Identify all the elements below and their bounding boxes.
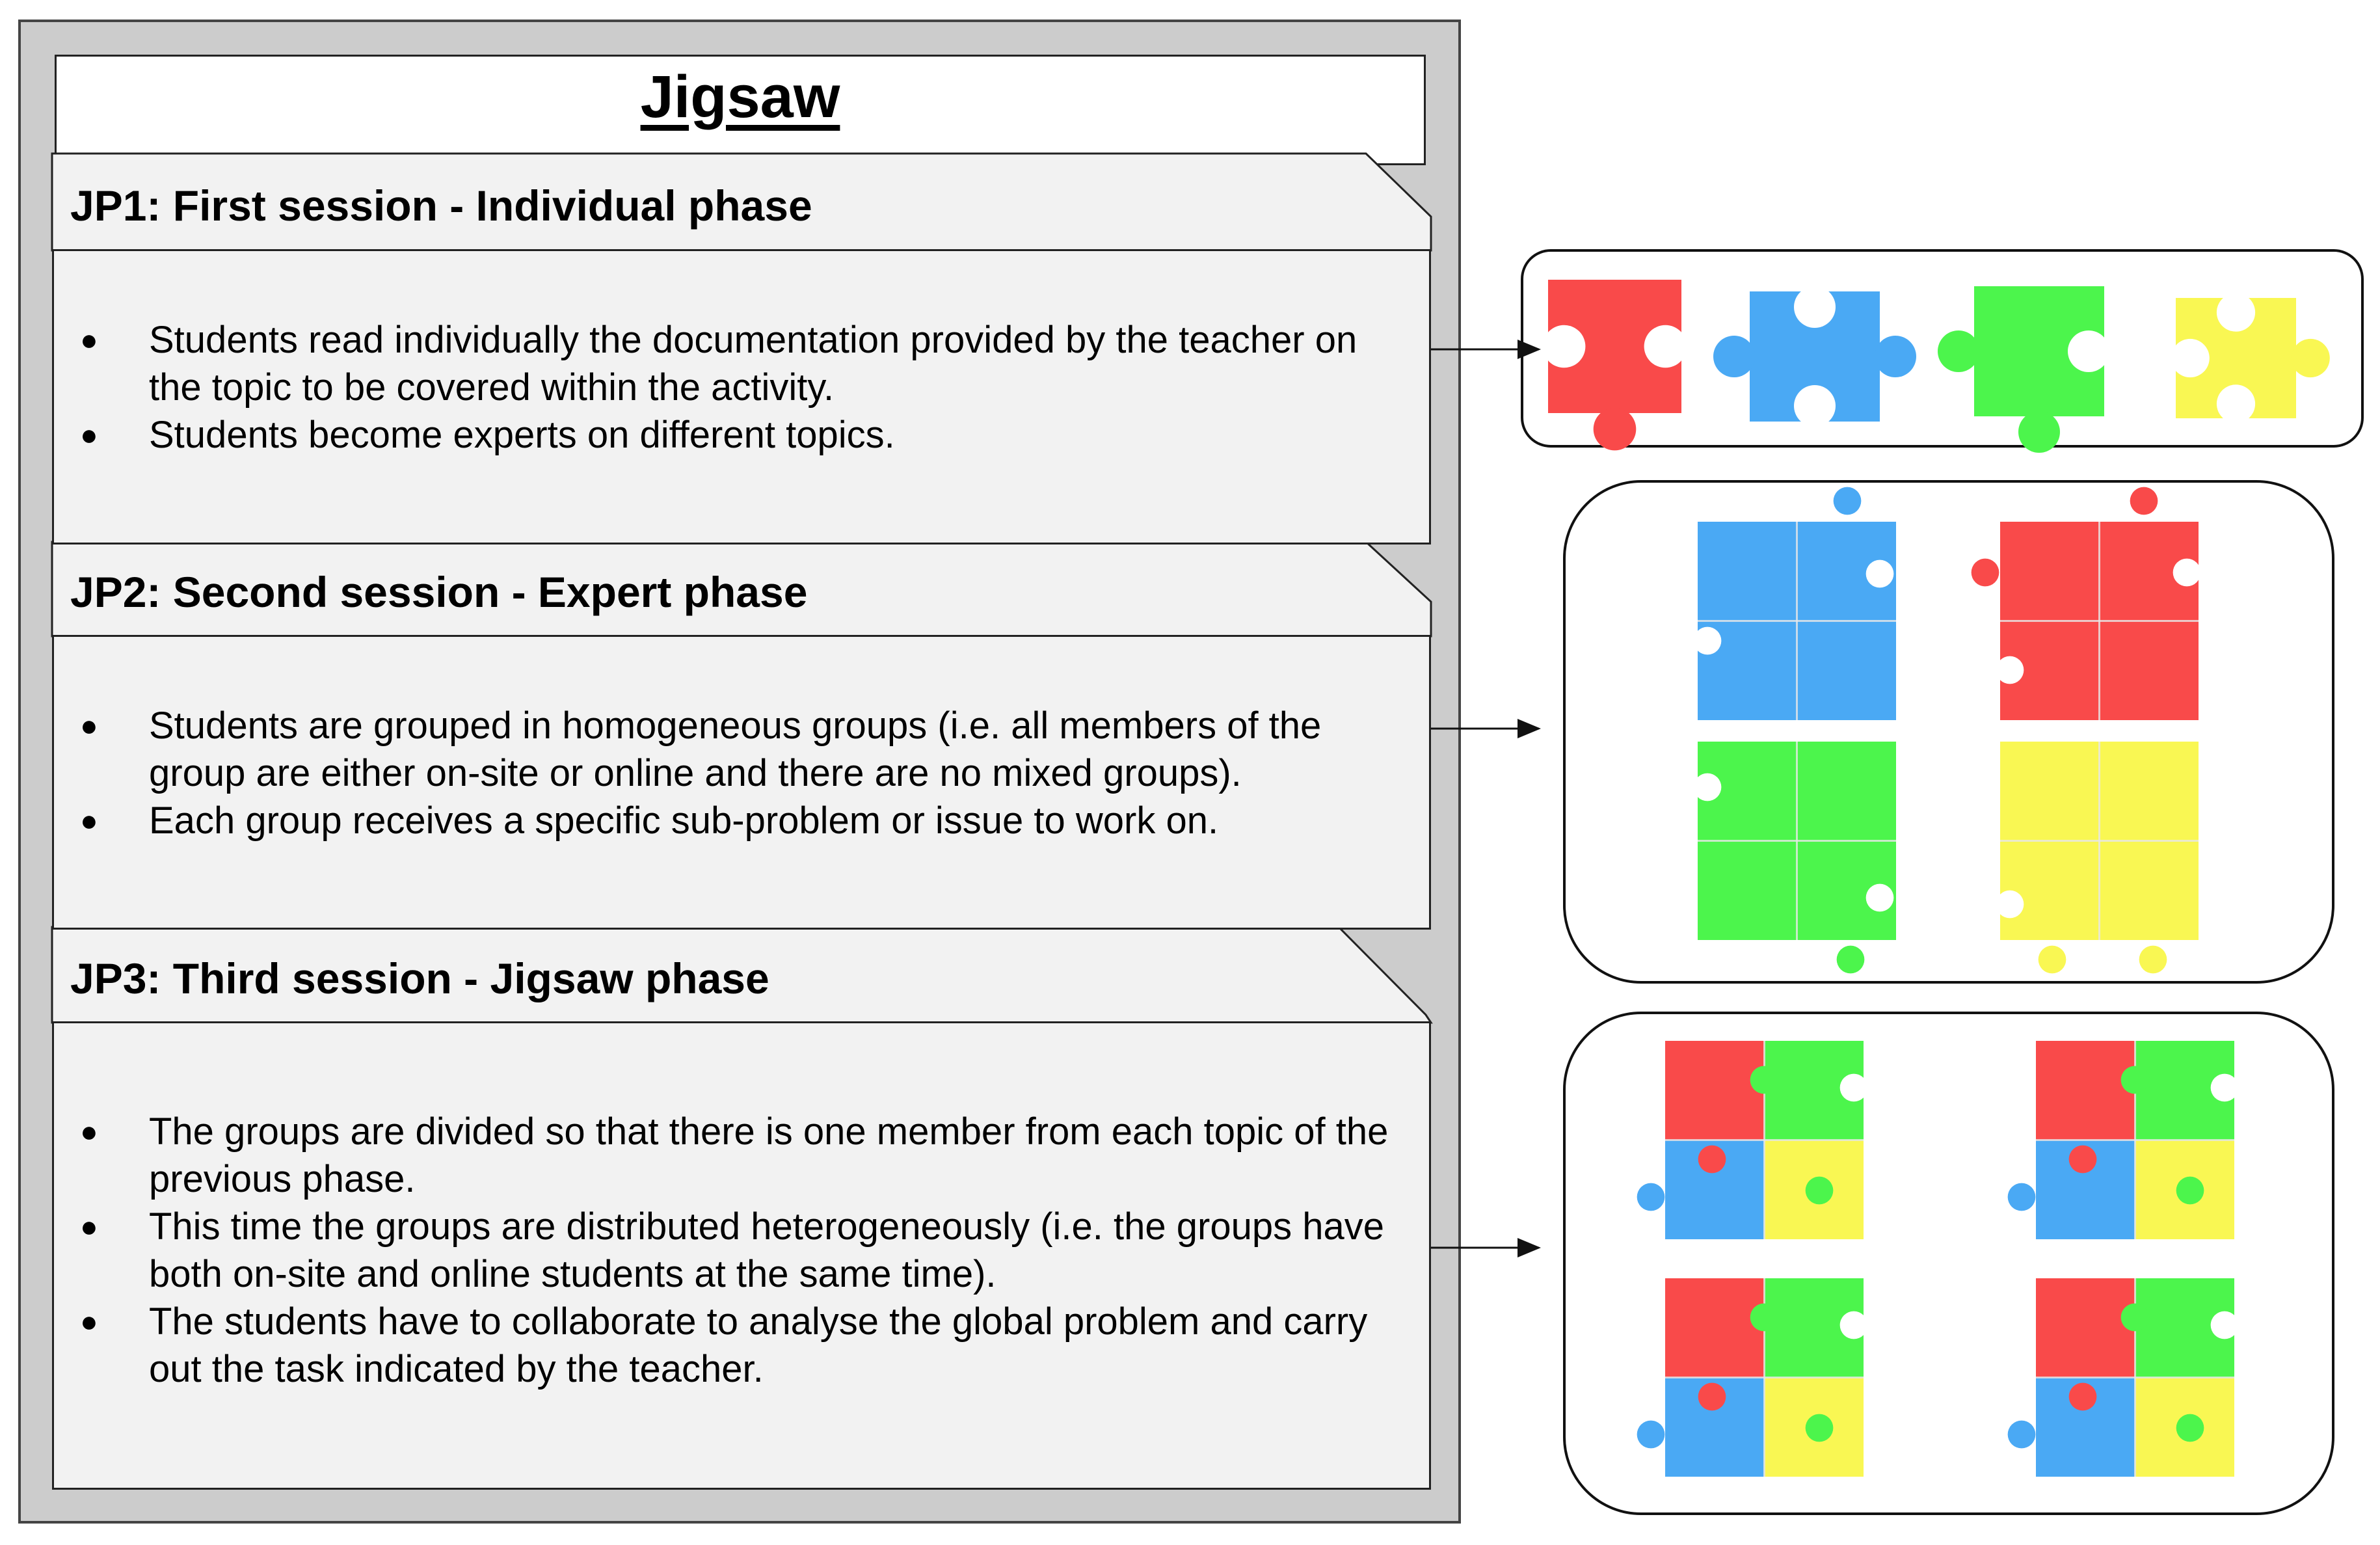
- bullet-text: The groups are divided so that there is …: [149, 1110, 1389, 1200]
- diagram-title: Jigsaw: [640, 64, 840, 130]
- bullet-text: Students become experts on different top…: [149, 414, 895, 456]
- phase3-illustration-panel: [1563, 1012, 2334, 1515]
- phase1-tab: [51, 152, 1432, 252]
- bullet-text: Each group receives a specific sub-probl…: [149, 799, 1219, 842]
- list-item: ● The groups are divided so that there is…: [54, 1108, 1390, 1203]
- phase1-bullet-list: ● Students read individually the document…: [54, 316, 1429, 459]
- list-item: ● Students become experts on different to…: [54, 411, 1390, 459]
- phase2-illustration-panel: [1563, 480, 2334, 984]
- bullet-text: Students are grouped in homogeneous grou…: [149, 705, 1322, 794]
- bullet-text: This time the groups are distributed het…: [149, 1205, 1384, 1295]
- phase1-body: ● Students read individually the document…: [52, 249, 1431, 544]
- list-item: ● The students have to collaborate to ana…: [54, 1298, 1390, 1393]
- bullet-text: Students read individually the documenta…: [149, 319, 1357, 409]
- phase3-bullet-list: ● The groups are divided so that there is…: [54, 1108, 1429, 1393]
- bullet-icon: ●: [80, 418, 98, 451]
- phase2-bullet-list: ● Students are grouped in homogeneous gro…: [54, 702, 1429, 844]
- phase2-body: ● Students are grouped in homogeneous gro…: [52, 635, 1431, 930]
- bullet-icon: ●: [80, 803, 98, 837]
- bullet-text: The students have to collaborate to anal…: [149, 1300, 1368, 1390]
- list-item: ● Each group receives a specific sub-prob…: [54, 797, 1390, 844]
- bullet-icon: ●: [80, 1304, 98, 1338]
- list-item: ● Students read individually the document…: [54, 316, 1390, 411]
- phase1-illustration-panel: [1521, 249, 2364, 448]
- bullet-icon: ●: [80, 1209, 98, 1243]
- title-box: Jigsaw: [55, 55, 1426, 165]
- phase2-header: JP2: Second session - Expert phase: [70, 568, 808, 616]
- list-item: ● Students are grouped in homogeneous gro…: [54, 702, 1390, 797]
- phase1-header: JP1: First session - Individual phase: [70, 181, 812, 230]
- list-item: ● This time the groups are distributed he…: [54, 1203, 1390, 1298]
- phase3-body: ● The groups are divided so that there is…: [52, 1021, 1431, 1490]
- bullet-icon: ●: [80, 1114, 98, 1148]
- bullet-icon: ●: [80, 323, 98, 356]
- bullet-icon: ●: [80, 708, 98, 742]
- phase3-header: JP3: Third session - Jigsaw phase: [70, 954, 769, 1002]
